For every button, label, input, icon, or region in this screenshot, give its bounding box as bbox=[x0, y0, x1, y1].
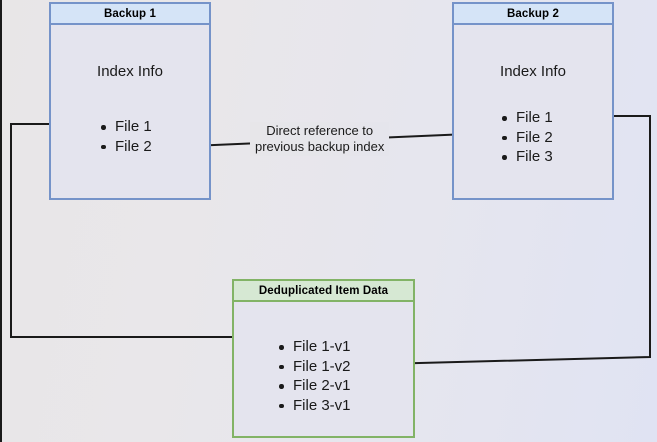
list-item: File 3-v1 bbox=[278, 396, 351, 416]
backup-2-box: Backup 2 Index Info File 1 File 2 File 3 bbox=[452, 2, 614, 200]
list-item: File 1 bbox=[100, 117, 152, 137]
list-item: File 1-v2 bbox=[278, 357, 351, 377]
backup-1-box: Backup 1 Index Info File 1 File 2 bbox=[49, 2, 211, 200]
backup-1-file-list: File 1 File 2 bbox=[100, 117, 152, 156]
deduplicated-item-data-box: Deduplicated Item Data File 1-v1 File 1-… bbox=[232, 279, 415, 438]
backup-1-body: Index Info File 1 File 2 bbox=[51, 25, 209, 198]
connector-backup2-to-dedup bbox=[380, 115, 651, 371]
list-item: File 2 bbox=[501, 128, 553, 148]
backup-2-index-label: Index Info bbox=[500, 63, 566, 80]
backup-1-header: Backup 1 bbox=[51, 4, 209, 25]
backup-2-body: Index Info File 1 File 2 File 3 bbox=[454, 25, 612, 198]
list-item: File 3 bbox=[501, 147, 553, 167]
list-item: File 1 bbox=[501, 108, 553, 128]
annotation-line-2: previous backup index bbox=[255, 139, 385, 154]
list-item: File 1-v1 bbox=[278, 337, 351, 357]
list-item: File 2-v1 bbox=[278, 376, 351, 396]
deduplicated-item-data-header: Deduplicated Item Data bbox=[234, 281, 413, 302]
backup-2-file-list: File 1 File 2 File 3 bbox=[501, 108, 553, 167]
list-item: File 2 bbox=[100, 137, 152, 157]
annotation-line-1: Direct reference to bbox=[266, 123, 374, 138]
deduplicated-item-data-body: File 1-v1 File 1-v2 File 2-v1 File 3-v1 bbox=[234, 302, 413, 436]
deduplicated-item-list: File 1-v1 File 1-v2 File 2-v1 File 3-v1 bbox=[278, 337, 351, 415]
backup-1-index-label: Index Info bbox=[97, 63, 163, 80]
backup-2-header: Backup 2 bbox=[454, 4, 612, 25]
direct-reference-annotation: Direct reference to previous backup inde… bbox=[250, 122, 390, 156]
